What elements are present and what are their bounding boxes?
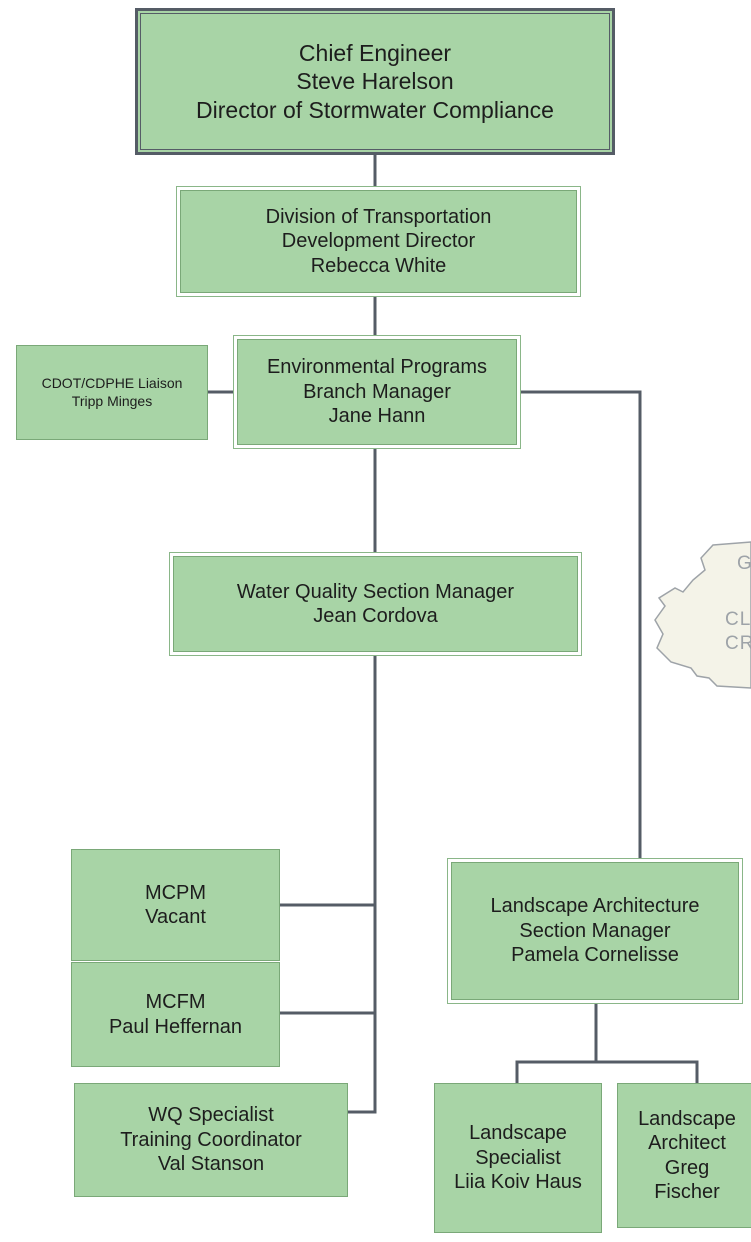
mcpm-name: Vacant xyxy=(145,906,206,928)
map-label-cle: CLE xyxy=(725,609,751,630)
liaison-box: CDOT/CDPHE Liaison Tripp Minges xyxy=(16,345,208,440)
wqs-role: Training Coordinator xyxy=(120,1128,302,1151)
mcfm-name: Paul Heffernan xyxy=(108,1015,243,1038)
landscape-specialist-box: Landscape Specialist Liia Koiv Haus xyxy=(434,1083,602,1233)
lar-line1: Landscape xyxy=(638,1107,736,1130)
wqs-name: Val Stanson xyxy=(157,1153,265,1176)
division-name: Rebecca White xyxy=(310,254,447,277)
landscape-architecture-box: Landscape Architecture Section Manager P… xyxy=(447,858,743,1004)
division-title: Division of Transportation xyxy=(265,205,492,228)
ls-line1: Landscape xyxy=(469,1122,567,1145)
wq-name: Jean Cordova xyxy=(313,605,438,627)
division-role: Development Director xyxy=(281,230,476,253)
map-label-g: G xyxy=(737,553,751,574)
ls-line2: Specialist xyxy=(475,1146,561,1169)
mcpm-box: MCPM Vacant xyxy=(71,849,280,961)
connector-landscape-split xyxy=(515,1060,699,1083)
ls-name: Liia Koiv Haus xyxy=(454,1171,582,1194)
connector-env-landscape xyxy=(521,390,642,858)
division-box: Division of Transportation Development D… xyxy=(176,186,581,297)
chief-role: Director of Stormwater Compliance xyxy=(196,96,554,123)
mcfm-box: MCFM Paul Heffernan xyxy=(71,962,280,1067)
landscape-architect-box: Landscape Architect Greg Fischer xyxy=(617,1083,751,1228)
lar-line2: Architect xyxy=(648,1132,726,1155)
chief-name: Steve Harelson xyxy=(296,68,454,95)
background-map-fragment: G CLE CRE xyxy=(653,540,751,690)
la-title: Landscape Architecture xyxy=(490,895,700,918)
lar-first-name: Greg xyxy=(664,1156,710,1179)
chief-engineer-box: Chief Engineer Steve Harelson Director o… xyxy=(135,8,615,155)
liaison-title: CDOT/CDPHE Liaison xyxy=(41,375,183,392)
chief-title: Chief Engineer xyxy=(298,40,452,67)
la-role: Section Manager xyxy=(519,919,671,942)
lar-last-name: Fischer xyxy=(654,1180,720,1203)
wq-specialist-box: WQ Specialist Training Coordinator Val S… xyxy=(74,1083,348,1197)
env-title: Environmental Programs xyxy=(266,356,488,379)
la-name: Pamela Cornelisse xyxy=(511,944,679,967)
env-name: Jane Hann xyxy=(328,405,426,428)
liaison-name: Tripp Minges xyxy=(71,392,153,409)
wq-title: Water Quality Section Manager xyxy=(236,580,515,603)
water-quality-box: Water Quality Section Manager Jean Cordo… xyxy=(169,552,582,656)
map-label-cre: CRE xyxy=(725,633,751,654)
mcpm-title: MCPM xyxy=(144,881,207,904)
mcfm-title: MCFM xyxy=(145,991,206,1014)
connector-wq-trunk xyxy=(348,655,377,1114)
env-programs-box: Environmental Programs Branch Manager Ja… xyxy=(233,335,521,449)
env-role: Branch Manager xyxy=(303,380,451,403)
wqs-title: WQ Specialist xyxy=(148,1104,274,1127)
map-outline xyxy=(654,541,751,689)
